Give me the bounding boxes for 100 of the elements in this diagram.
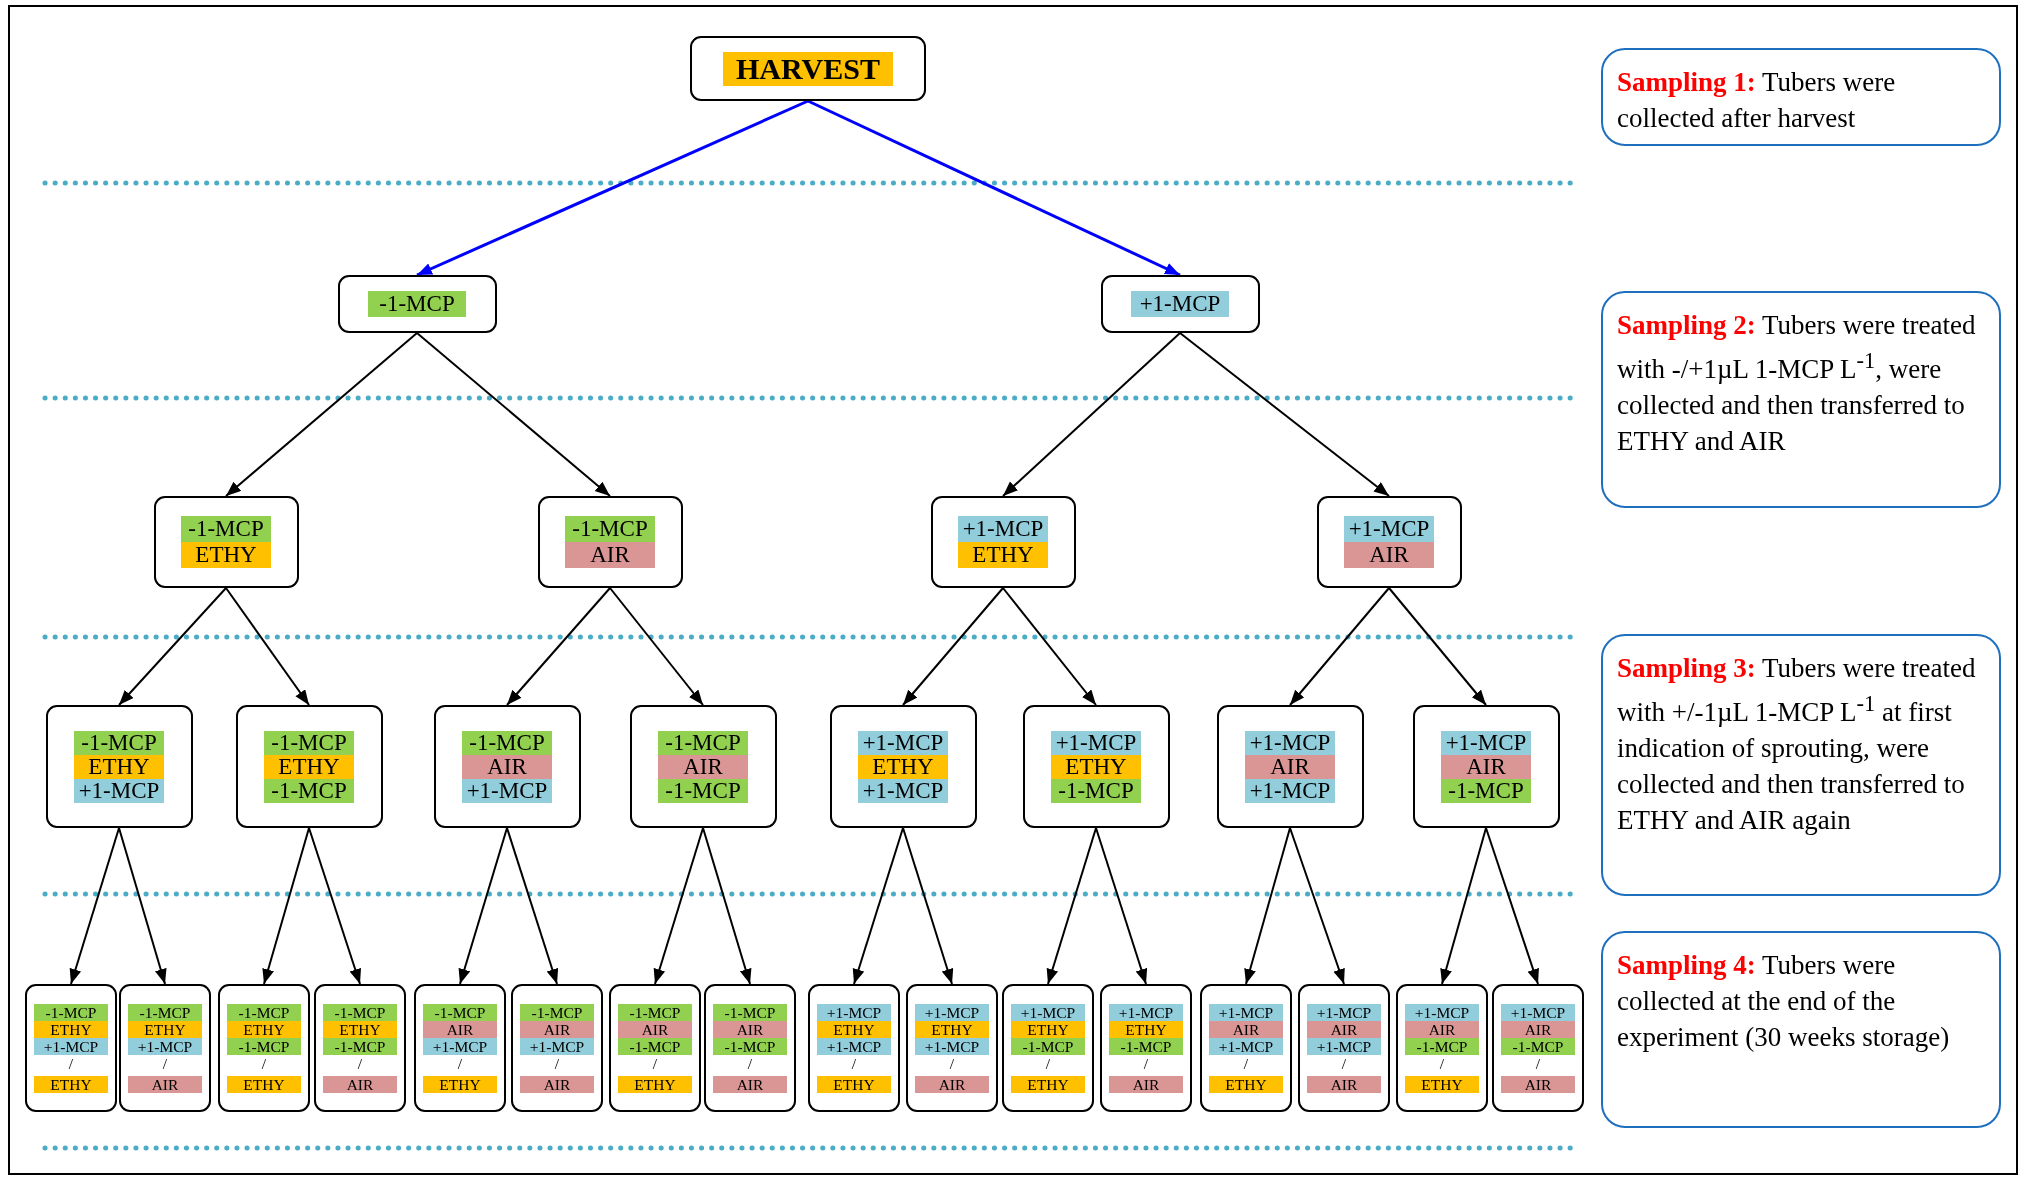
treatment-box [25, 984, 117, 1112]
treatment-label: -1-MCP [74, 730, 164, 755]
treatment-box [1002, 984, 1094, 1112]
treatment-label: ETHY [227, 1075, 301, 1093]
treatment-label: -1-MCP [368, 291, 466, 317]
sampling-description: Sampling 4: Tubers were collected at the end of the experiment (30 weeks storage) [1617, 949, 1951, 1054]
treatment-box [1100, 275, 1260, 333]
arrow [902, 827, 954, 985]
treatment-label: -1-MCP [34, 1003, 108, 1021]
treatment-label: +1-MCP [958, 516, 1048, 542]
arrow [807, 99, 1181, 277]
treatment-box [1216, 705, 1364, 828]
treatment-label: +1-MCP [1245, 730, 1335, 755]
treatment-label: -1-MCP [658, 778, 748, 803]
arrow [225, 332, 418, 497]
treatment-label: ETHY [1051, 754, 1141, 779]
treatment-label: -1-MCP [227, 1003, 301, 1021]
treatment-label: +1-MCP [1245, 778, 1335, 803]
sampling-note-box [1601, 931, 2001, 1128]
treatment-label: -1-MCP [423, 1003, 497, 1021]
treatment-label: +1-MCP [858, 778, 948, 803]
arrow [308, 827, 362, 985]
treatment-box [704, 984, 796, 1112]
arrow [1289, 827, 1345, 985]
treatment-label: -1-MCP [1051, 778, 1141, 803]
treatment-label: -1-MCP [128, 1003, 202, 1021]
slash-label: / [746, 1054, 754, 1072]
treatment-box [829, 705, 977, 828]
slash-label: / [1242, 1054, 1250, 1072]
treatment-label: AIR [462, 754, 552, 779]
treatment-label: -1-MCP [565, 516, 655, 542]
slash-label: / [1340, 1054, 1348, 1072]
arrow [506, 827, 559, 985]
treatment-label: AIR [1245, 754, 1335, 779]
sampling-description: Sampling 2: Tubers were treated with -/+1µL 1-MCP L$^{-1}$, were collected and then transferred to ETHY and AIR [1617, 309, 1977, 458]
sampling-description: Sampling 3: Tubers were treated with +/-1µL 1-MCP L$^{-1}$ at first indication of sprouting, were collected and then transferred to ETHY and AIR again [1617, 652, 1977, 837]
treatment-label: +1-MCP [858, 730, 948, 755]
arrow [506, 587, 611, 706]
treatment-box [537, 496, 683, 588]
arrow [458, 827, 508, 985]
treatment-label: AIR [658, 754, 748, 779]
treatment-box [1298, 984, 1390, 1112]
treatment-label: -1-MCP [618, 1003, 692, 1021]
arrow [609, 587, 704, 706]
sampling-note-box [1601, 48, 2001, 146]
sampling-note-box [1601, 634, 2001, 896]
treatment-label: ETHY [181, 542, 271, 568]
treatment-box [511, 984, 603, 1112]
treatment-label: AIR [713, 1075, 787, 1093]
treatment-label: +1-MCP [1011, 1003, 1085, 1021]
treatment-label: +1-MCP [915, 1003, 989, 1021]
treatment-label: ETHY [817, 1075, 891, 1093]
treatment-label: AIR [323, 1075, 397, 1093]
treatment-label: +1-MCP [1307, 1003, 1381, 1021]
slash-label: / [161, 1054, 169, 1072]
treatment-box [629, 705, 777, 828]
treatment-box [337, 275, 497, 333]
arrow [416, 332, 611, 497]
treatment-label: ETHY [264, 754, 354, 779]
arrow [653, 827, 704, 985]
arrow [262, 827, 310, 985]
treatment-label: AIR [1307, 1075, 1381, 1093]
treatment-box [1316, 496, 1462, 588]
treatment-box [609, 984, 701, 1112]
treatment-box [906, 984, 998, 1112]
treatment-label: -1-MCP [264, 730, 354, 755]
arrow [1388, 587, 1487, 706]
treatment-label: -1-MCP [264, 778, 354, 803]
treatment-label: AIR [565, 542, 655, 568]
treatment-label: ETHY [1209, 1075, 1283, 1093]
harvest-box [690, 36, 926, 101]
treatment-label: -1-MCP [181, 516, 271, 542]
slash-label: / [67, 1054, 75, 1072]
treatment-box [930, 496, 1076, 588]
treatment-label: AIR [1109, 1075, 1183, 1093]
treatment-label: +1-MCP [1405, 1003, 1479, 1021]
slash-label: / [1438, 1054, 1446, 1072]
sampling-description: Sampling 1: Tubers were collected after harvest [1617, 66, 1897, 135]
arrow [1179, 332, 1390, 497]
treatment-label: HARVEST [723, 51, 893, 86]
treatment-box [1100, 984, 1192, 1112]
treatment-box [808, 984, 900, 1112]
arrow [1440, 827, 1487, 985]
treatment-label: -1-MCP [658, 730, 748, 755]
arrow [1002, 332, 1181, 497]
treatment-box [1492, 984, 1584, 1112]
sampling-note-box [1601, 291, 2001, 508]
slash-label: / [356, 1054, 364, 1072]
treatment-label: ETHY [858, 754, 948, 779]
treatment-label: +1-MCP [74, 778, 164, 803]
treatment-label: +1-MCP [1131, 291, 1229, 317]
arrow [416, 99, 809, 277]
treatment-box [1412, 705, 1560, 828]
arrow [852, 827, 904, 985]
slash-label: / [260, 1054, 268, 1072]
slash-label: / [850, 1054, 858, 1072]
treatment-box [1022, 705, 1170, 828]
treatment-label: AIR [520, 1075, 594, 1093]
treatment-box [153, 496, 299, 588]
treatment-label: +1-MCP [1501, 1003, 1575, 1021]
